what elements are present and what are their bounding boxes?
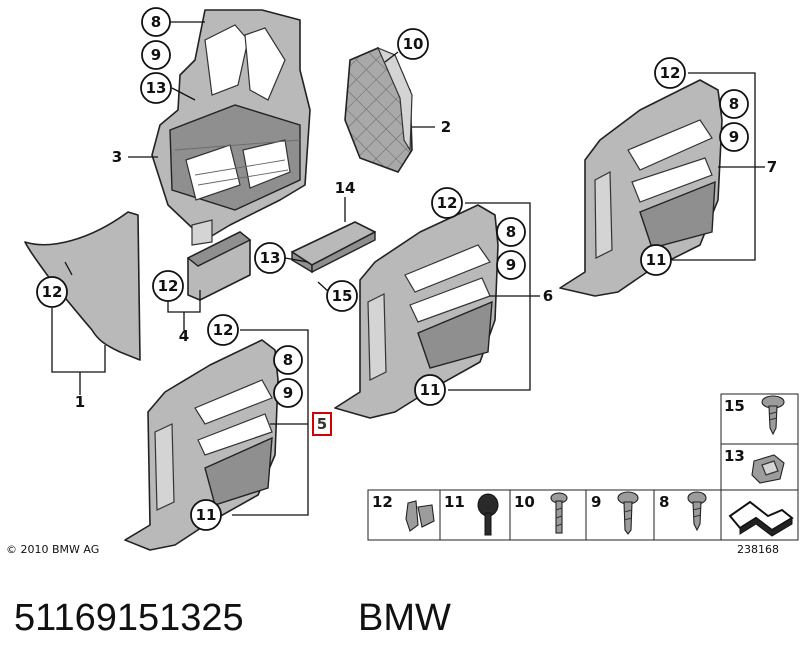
speed-nut-icon bbox=[751, 454, 785, 484]
legend-num-8: 8 bbox=[659, 493, 669, 511]
legend-bottom: 12 11 10 9 8 bbox=[367, 489, 799, 541]
callout-c11-mid: 11 bbox=[414, 374, 446, 406]
bracket-frame-part[interactable] bbox=[151, 9, 311, 246]
svg-text:12: 12 bbox=[158, 277, 179, 295]
perforated-cover-part[interactable] bbox=[344, 46, 413, 173]
part-ref-1: 1 bbox=[75, 393, 85, 411]
svg-text:12: 12 bbox=[42, 283, 63, 301]
callout-c15-mid: 15 bbox=[326, 280, 358, 312]
part-ref-4: 4 bbox=[179, 327, 189, 345]
callout-c13-mid: 13 bbox=[254, 242, 286, 274]
svg-text:11: 11 bbox=[420, 381, 441, 399]
callout-c12-bottom: 12 bbox=[207, 314, 239, 346]
callout-c8-top: 8 bbox=[141, 7, 171, 37]
svg-text:9: 9 bbox=[283, 384, 293, 402]
svg-text:12: 12 bbox=[660, 64, 681, 82]
legend-num-15: 15 bbox=[724, 397, 745, 415]
part-ref-7: 7 bbox=[767, 158, 777, 176]
legend-num-10: 10 bbox=[514, 493, 535, 511]
legend-num-12: 12 bbox=[372, 493, 393, 511]
callout-c10: 10 bbox=[397, 28, 429, 60]
part-ref-3: 3 bbox=[112, 148, 122, 166]
small-tray-part[interactable] bbox=[186, 231, 252, 301]
svg-text:13: 13 bbox=[146, 79, 167, 97]
svg-text:8: 8 bbox=[283, 351, 293, 369]
screw-icon bbox=[687, 491, 707, 532]
callout-c11-bottom: 11 bbox=[190, 499, 222, 531]
callout-c12-mid: 12 bbox=[431, 187, 463, 219]
callout-c8-bottom: 8 bbox=[273, 345, 303, 375]
callout-c12-left: 12 bbox=[36, 276, 68, 308]
svg-text:9: 9 bbox=[151, 46, 161, 64]
diagram-number: 238168 bbox=[737, 543, 779, 556]
leader-lines bbox=[51, 21, 765, 516]
svg-text:15: 15 bbox=[332, 287, 353, 305]
copyright-text: © 2010 BMW AG bbox=[6, 543, 99, 556]
svg-text:8: 8 bbox=[151, 13, 161, 31]
highlighted-part-ref-5[interactable]: 5 bbox=[312, 412, 332, 436]
svg-text:13: 13 bbox=[260, 249, 281, 267]
part-ref-6: 6 bbox=[543, 287, 553, 305]
callout-c13-top: 13 bbox=[140, 72, 172, 104]
footer-brand: BMW bbox=[358, 597, 451, 639]
callout-c9-top: 9 bbox=[141, 40, 171, 70]
screw-icon bbox=[550, 492, 568, 534]
svg-text:12: 12 bbox=[213, 321, 234, 339]
trim-panel-5[interactable] bbox=[124, 339, 279, 551]
part-ref-2: 2 bbox=[441, 118, 451, 136]
part-ref-14: 14 bbox=[335, 179, 356, 197]
callout-c9-mid: 9 bbox=[496, 250, 526, 280]
callout-c9-right: 9 bbox=[719, 122, 749, 152]
trim-panel-7[interactable] bbox=[559, 79, 723, 297]
legend-num-9: 9 bbox=[591, 493, 601, 511]
legend-side: 15 13 bbox=[720, 393, 799, 491]
svg-text:10: 10 bbox=[403, 35, 424, 53]
svg-text:8: 8 bbox=[506, 223, 516, 241]
screw-icon bbox=[617, 491, 639, 535]
screw-icon bbox=[761, 395, 785, 436]
mounting-plate-part[interactable] bbox=[291, 221, 376, 274]
callout-c8-right: 8 bbox=[719, 89, 749, 119]
svg-text:11: 11 bbox=[646, 251, 667, 269]
callout-c11-right: 11 bbox=[640, 244, 672, 276]
callout-c12-tray: 12 bbox=[152, 270, 184, 302]
svg-text:8: 8 bbox=[729, 95, 739, 113]
clip-icon bbox=[405, 500, 435, 532]
svg-text:12: 12 bbox=[437, 194, 458, 212]
callout-c9-bottom: 9 bbox=[273, 378, 303, 408]
side-panel-part[interactable] bbox=[24, 211, 141, 361]
trim-panel-6[interactable] bbox=[334, 204, 499, 419]
callout-c8-mid: 8 bbox=[496, 217, 526, 247]
callout-c12-right: 12 bbox=[654, 57, 686, 89]
seal-strip-icon bbox=[728, 500, 794, 537]
svg-text:9: 9 bbox=[506, 256, 516, 274]
svg-text:11: 11 bbox=[196, 506, 217, 524]
footer-part-number: 51169151325 bbox=[14, 597, 244, 639]
legend-num-13: 13 bbox=[724, 447, 745, 465]
svg-text:9: 9 bbox=[729, 128, 739, 146]
svg-text:5: 5 bbox=[317, 415, 327, 433]
legend-num-11: 11 bbox=[444, 493, 465, 511]
expanding-rivet-icon bbox=[477, 493, 499, 536]
